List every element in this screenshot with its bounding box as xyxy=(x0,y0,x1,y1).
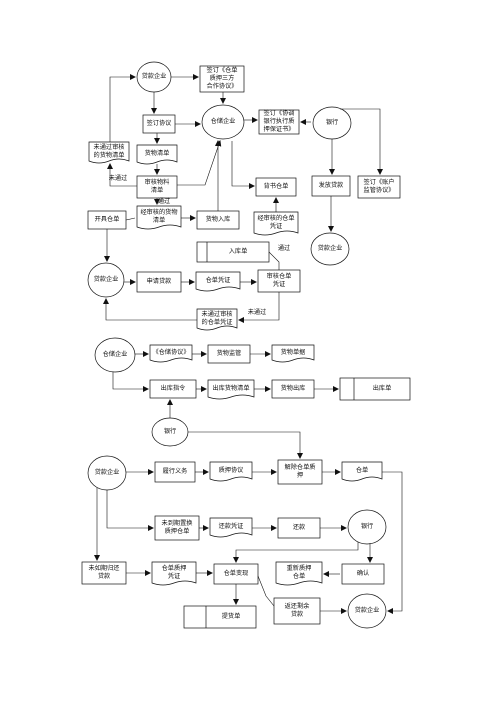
issue-loan-box: 发放贷款 xyxy=(318,182,344,189)
goods-in-box: 货物入库 xyxy=(205,216,231,223)
sign-guarantee-box-shape xyxy=(258,109,300,135)
not-passed-label-1: 未通过 xyxy=(108,175,128,182)
goods-list-doc-shape xyxy=(136,144,178,165)
sign-agreement-box: 签订协议 xyxy=(146,120,172,127)
goods-list-doc-2-shape xyxy=(271,344,315,363)
sign-contract-box-shape xyxy=(199,65,245,93)
bank-circle-2: 银行 xyxy=(163,428,177,435)
re-pledge-doc: 重新质押 仓单 xyxy=(286,564,312,580)
bank-circle-s3: 银行 xyxy=(360,523,374,530)
endorse-warehouse-box: 背书仓单 xyxy=(263,183,289,190)
agreement-doc-shape xyxy=(149,344,193,363)
e2-bank-release xyxy=(188,431,303,459)
loan-company-circle-2-shape xyxy=(87,262,125,298)
cash-out-box: 仓单变现 xyxy=(223,570,249,577)
e3-cash-return xyxy=(257,575,275,607)
receipt-doc-shape xyxy=(341,461,383,482)
repay-voucher-doc-shape xyxy=(209,517,253,538)
e3-bank-cash xyxy=(233,542,359,563)
pledge-voucher-doc: 仓单质押 凭证 xyxy=(161,564,187,580)
reviewed-receipt-doc: 经审核的仓单 凭证 xyxy=(257,214,295,230)
not-passed-list-doc-shape xyxy=(88,141,130,164)
e-review-notpass xyxy=(107,163,137,187)
e-bank-account xyxy=(340,108,383,175)
out-slip: 出库单 xyxy=(372,385,392,392)
bank-circle-1: 银行 xyxy=(325,119,339,126)
warehouse-circle-1: 仓储企业 xyxy=(210,118,236,125)
confirm-box: 确认 xyxy=(356,570,370,577)
return-remain-box: 返还剩余 贷款 xyxy=(284,603,310,618)
e-notpass-voucher-loan xyxy=(103,298,197,321)
not-passed-label-2: 未通过 xyxy=(247,309,267,316)
out-slip-frame-shape xyxy=(339,377,411,401)
not-passed-voucher-doc: 未通过审核 的仓单凭证 xyxy=(201,310,233,326)
release-pledge-box: 解除仓单质 押 xyxy=(284,464,316,479)
loan-company-circle-3-shape xyxy=(310,232,350,266)
not-passed-voucher-doc-shape xyxy=(196,308,238,331)
apply-loan-box: 申请贷款 xyxy=(146,278,172,285)
passed-label-2: 通过 xyxy=(277,245,291,252)
sign-account-box-shape xyxy=(357,175,401,199)
review-goods-box: 审核物料 清单 xyxy=(144,179,170,194)
out-order-box: 出库指令 xyxy=(160,385,186,392)
agreement-doc: 《仓储协议》 xyxy=(152,348,190,356)
pledge-voucher-doc-shape xyxy=(151,561,197,586)
goods-list-doc-2: 货物单据 xyxy=(280,348,306,356)
fulfil-duty-box: 履行义务 xyxy=(162,468,188,475)
re-pledge-doc-shape xyxy=(275,561,323,586)
receipt-voucher-doc-shape xyxy=(195,271,241,292)
not-due-box: 未到期置换 质押仓单 xyxy=(161,520,193,535)
loan-company-circle-3: 贷款企业 xyxy=(317,245,343,252)
review-receipt-box: 审核仓单 凭证 xyxy=(266,273,292,288)
out-list-doc-shape xyxy=(207,379,255,400)
receipt-voucher-doc: 仓单凭证 xyxy=(205,276,231,284)
sign-account-box: 签订《账户 监管协议》 xyxy=(363,179,395,194)
overdue-box: 未如期归还 贷款 xyxy=(88,565,120,580)
goods-out-box: 货物出库 xyxy=(280,385,306,392)
e-issue-passed xyxy=(125,217,136,221)
issue-receipt-box: 开具仓单 xyxy=(94,216,120,223)
passed-list-doc-shape xyxy=(136,205,182,230)
loan-company-circle-s3-2: 贷款企业 xyxy=(354,607,380,614)
repay-box: 还款 xyxy=(292,524,306,531)
receipt-doc: 仓单 xyxy=(355,466,369,474)
passed-label: 通过 xyxy=(157,198,171,205)
sign-guarantee-box: 签订《协调 银行执行质 押保证书》 xyxy=(263,110,295,133)
sign-contract-box: 签订《仓单 质押三方 合作协议》 xyxy=(206,67,238,90)
out-list-doc: 出库货物清单 xyxy=(212,384,250,392)
e-wh-endorse xyxy=(231,141,255,189)
e-notpass-loan xyxy=(109,74,136,142)
repay-voucher-doc: 还款凭证 xyxy=(218,522,244,530)
pledge-agreement-doc: 质押协议 xyxy=(218,466,244,474)
warehouse-circle-1-shape xyxy=(201,104,245,140)
reviewed-receipt-doc-shape xyxy=(253,211,299,236)
e3-receipt-loan2 xyxy=(382,471,403,614)
endorse-warehouse-box-shape xyxy=(255,177,297,197)
warehouse-circle-2-shape xyxy=(94,337,136,373)
e-review-inslip xyxy=(268,251,280,270)
loan-company-circle-s3-2-shape xyxy=(347,593,387,629)
e2-wh-order xyxy=(112,372,149,392)
e3-loan-notdue xyxy=(106,490,154,531)
pledge-agreement-doc-shape xyxy=(209,461,253,482)
pickup-slip: 提货单 xyxy=(221,613,241,620)
pickup-slip-frame-shape xyxy=(183,605,257,629)
not-passed-list-doc: 未通过审核 的货物清单 xyxy=(93,143,125,159)
warehouse-circle-2: 仓储企业 xyxy=(102,351,128,358)
loan-company-circle-s3-1: 贷款企业 xyxy=(94,469,120,476)
confirm-box-shape xyxy=(341,563,385,585)
passed-list-doc: 经审核的货物 清单 xyxy=(140,208,178,224)
loan-company-circle-2: 贷款企业 xyxy=(93,276,119,283)
e-review-wh xyxy=(177,140,222,186)
bank-circle-s3-shape xyxy=(347,509,387,545)
goods-supervise-box: 货物监管 xyxy=(216,350,242,357)
loan-company-circle-1: 贷款企业 xyxy=(141,73,167,80)
e-review-notpass-voucher xyxy=(238,292,280,323)
goods-list-doc: 货物清单 xyxy=(144,149,170,157)
in-slip: 入库单 xyxy=(228,248,248,255)
